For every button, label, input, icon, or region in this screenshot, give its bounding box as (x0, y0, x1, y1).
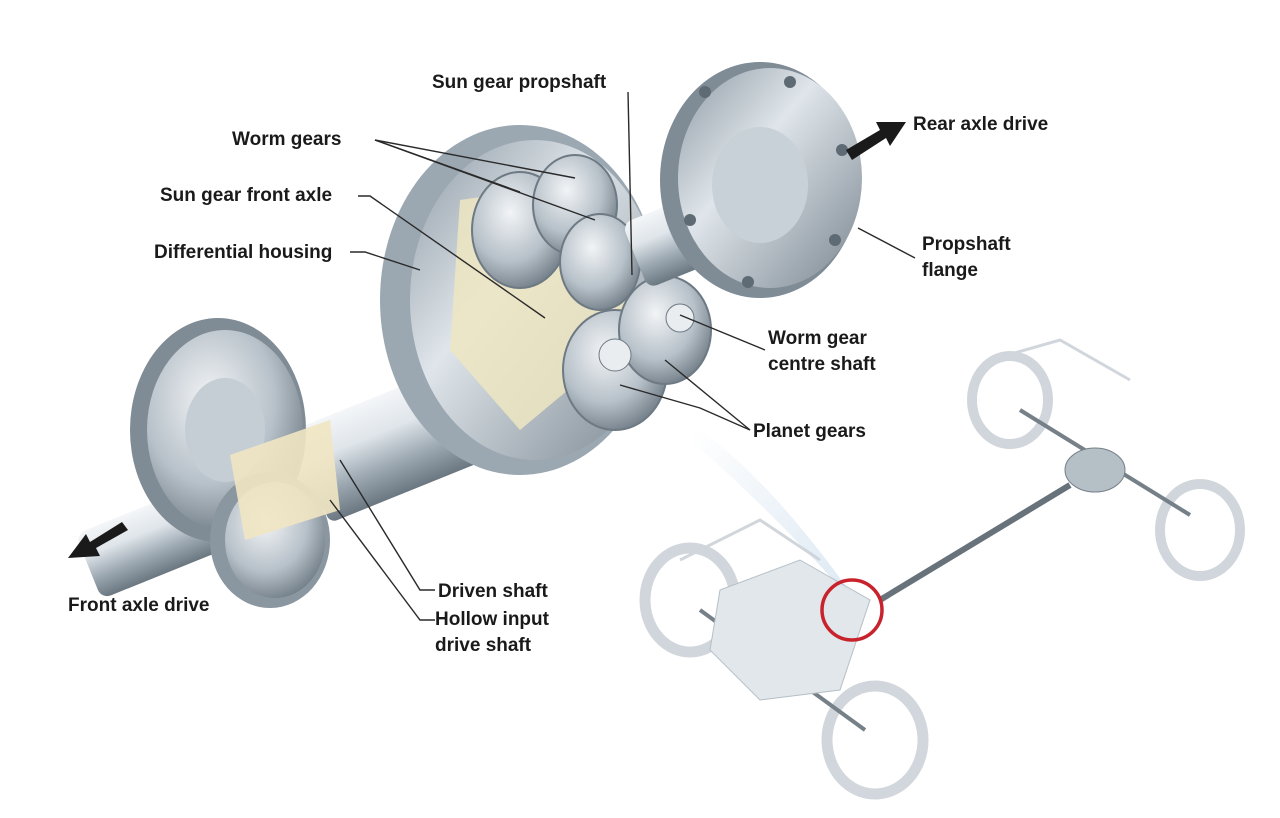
label-differential-housing: Differential housing (154, 242, 332, 263)
label-worm-gears: Worm gears (232, 129, 341, 150)
label-worm-gear-centre-shaft-2: centre shaft (768, 354, 876, 375)
differential-assembly (78, 62, 862, 608)
front-axle-arrow-icon (68, 522, 128, 558)
label-propshaft-flange-1: Propshaft (922, 234, 1011, 255)
label-propshaft-flange-2: flange (922, 260, 978, 281)
label-worm-gear-centre-shaft-1: Worm gear (768, 328, 868, 349)
label-sun-gear-propshaft: Sun gear propshaft (432, 72, 607, 93)
vehicle-drivetrain (639, 338, 1245, 800)
highlight-ring (820, 578, 884, 642)
shaft-cutaway (230, 420, 340, 540)
label-driven-shaft: Driven shaft (438, 581, 548, 602)
label-hollow-input-2: drive shaft (435, 635, 532, 656)
leader-lines (329, 91, 916, 621)
zoom-beam (690, 430, 850, 592)
planet-gears-group (562, 275, 712, 431)
propshaft-flange-disc (660, 62, 862, 298)
label-hollow-input-1: Hollow input (435, 609, 550, 630)
label-rear-axle-drive: Rear axle drive (913, 114, 1048, 135)
label-sun-gear-front-axle: Sun gear front axle (160, 185, 332, 206)
label-front-axle-drive: Front axle drive (68, 595, 210, 616)
labels: Sun gear propshaft Worm gears Sun gear f… (68, 72, 1048, 656)
worm-gears-group (471, 154, 641, 311)
label-planet-gears: Planet gears (753, 421, 866, 442)
rear-axle-arrow-icon (846, 122, 906, 160)
